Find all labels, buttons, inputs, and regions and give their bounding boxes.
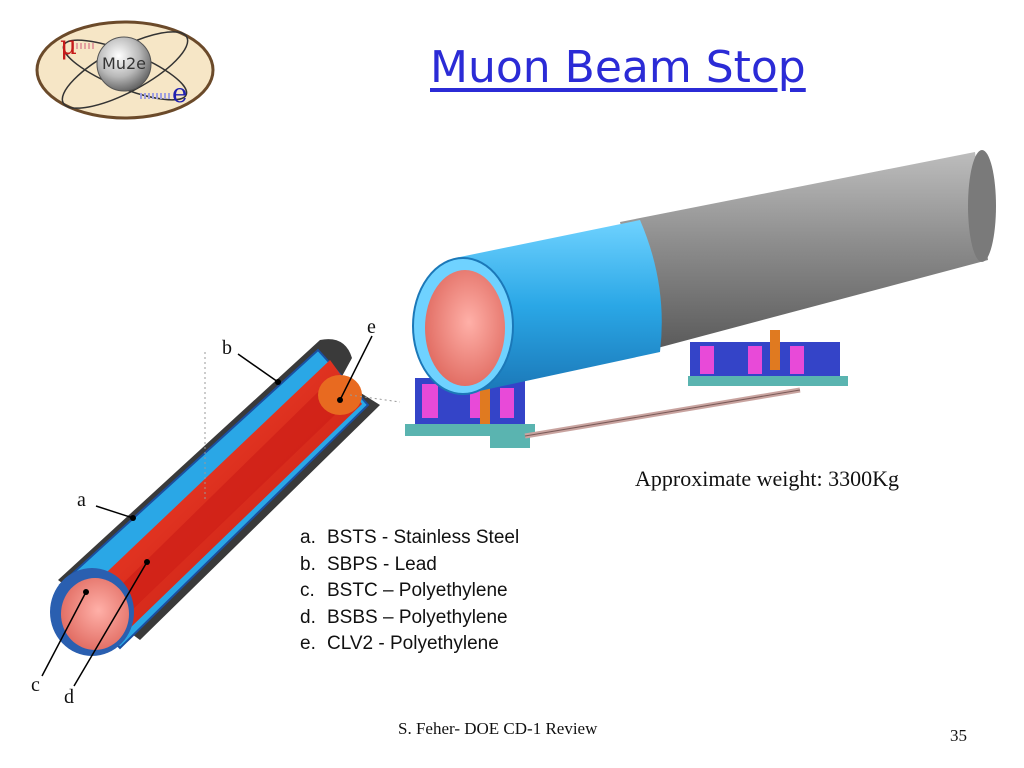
list-item: c.BSTC – Polyethylene [300,580,508,601]
footer-text: S. Feher- DOE CD-1 Review [398,719,598,738]
logo-mu-symbol: μ [60,31,77,61]
leader-c [41,591,87,677]
support-stands [405,330,848,448]
logo-text: Mu2e [102,54,146,73]
list-item: e.CLV2 - Polyethylene [300,633,499,654]
list-item: d.BSBS – Polyethylene [300,606,508,628]
materials-list: a.BSTS - Stainless Steel b.SBPS - Lead c… [300,525,519,658]
mu2e-logo: Mu2e μ e [35,20,215,120]
leader-d [73,561,148,687]
list-item: a.BSTS - Stainless Steel [300,527,520,548]
rear-support [690,342,840,378]
page-title: Muon Beam Stop [430,42,806,93]
cutaway-view [50,339,401,656]
lead-shield-tube [620,152,988,350]
end-plug [318,375,362,415]
callout-leaders [41,335,373,687]
leader-e [339,335,373,401]
callout-a: a [77,489,86,511]
callout-d: d [64,686,74,708]
logo-e-symbol: e [172,79,187,109]
callout-e: e [367,316,376,338]
leader-b [237,353,279,383]
tube-bore [425,270,505,386]
logo-sphere [96,36,152,92]
cutaway-bore [61,578,129,650]
weight-note: Approximate weight: 3300Kg [635,466,899,491]
callout-c: c [31,674,40,696]
leader-a [95,505,134,519]
page-number: 35 [950,726,967,745]
assembled-beam-stop [405,150,996,448]
list-item: b.SBPS - Lead [300,553,437,575]
callout-b: b [222,337,232,359]
